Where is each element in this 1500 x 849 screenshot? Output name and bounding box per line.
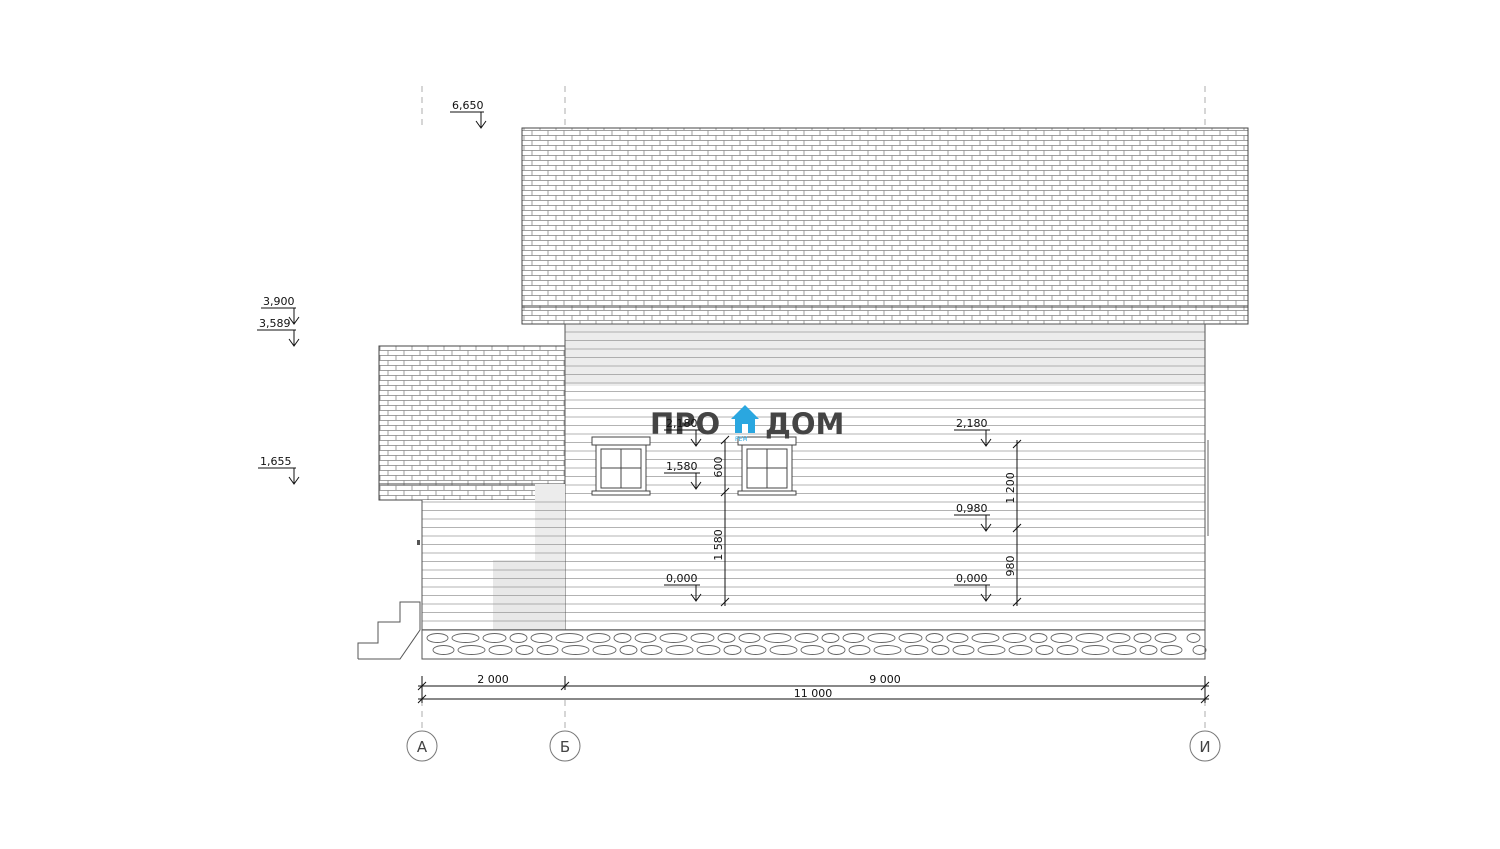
logo-watermark: ПРО РЕМ ДОМ [650, 405, 844, 443]
horizontal-dimensions [417, 676, 1210, 704]
svg-text:3,900: 3,900 [263, 295, 295, 308]
porch-wall [417, 484, 565, 630]
foundation [421, 629, 1207, 660]
svg-text:0,000: 0,000 [956, 572, 988, 585]
axis-bubble-i: И [1189, 730, 1221, 762]
window-left [591, 436, 651, 496]
svg-text:3,589: 3,589 [259, 317, 291, 330]
entrance-steps [357, 601, 421, 660]
svg-text:6,650: 6,650 [452, 99, 484, 112]
level-porch-roof: 1,655 [258, 455, 300, 485]
svg-text:1,655: 1,655 [260, 455, 292, 468]
house-logo-icon [731, 405, 759, 433]
dim-span-total: 11 000 [794, 687, 833, 700]
dim-window-height-left: 600 [712, 457, 725, 478]
svg-text:Б: Б [560, 738, 570, 756]
axis-bubble-a: А [406, 730, 438, 762]
level-window-sill-right: 0,980 [954, 502, 992, 532]
dim-span-b-i: 9 000 [869, 673, 901, 686]
level-window-top-right: 2,180 [954, 417, 992, 447]
house-wall [564, 323, 1206, 631]
svg-text:А: А [417, 738, 428, 756]
svg-text:1,580: 1,580 [666, 460, 698, 473]
level-zero-left: 0,000 [664, 572, 702, 602]
dim-sill-height-left: 1 580 [712, 529, 725, 561]
porch-roof [378, 345, 566, 501]
level-window-top-left: 2,180 [664, 417, 702, 447]
dim-window-height-right: 1 200 [1004, 472, 1017, 504]
vertical-dimension-left [720, 435, 730, 607]
svg-text:0,980: 0,980 [956, 502, 988, 515]
level-eave: 3,900 [261, 295, 300, 325]
level-roof-ridge: 6,650 [450, 99, 487, 129]
level-wall-top: 3,589 [257, 317, 300, 347]
dim-span-a-b: 2 000 [477, 673, 509, 686]
dim-sill-height-right: 980 [1004, 556, 1017, 577]
logo-sub-text: РЕМ [735, 436, 748, 443]
level-zero-right: 0,000 [954, 572, 992, 602]
window-right [737, 436, 797, 496]
level-window-sill-left: 1,580 [664, 460, 702, 490]
axis-lines [421, 86, 1206, 732]
svg-text:0,000: 0,000 [666, 572, 698, 585]
axis-bubble-b: Б [549, 730, 581, 762]
svg-text:И: И [1199, 738, 1210, 756]
logo-left-text: ПРО [650, 407, 720, 441]
logo-right-text: ДОМ [765, 407, 844, 441]
svg-text:2,180: 2,180 [666, 417, 698, 430]
vertical-dimension-right [1012, 439, 1022, 607]
svg-text:2,180: 2,180 [956, 417, 988, 430]
main-roof [521, 127, 1249, 325]
